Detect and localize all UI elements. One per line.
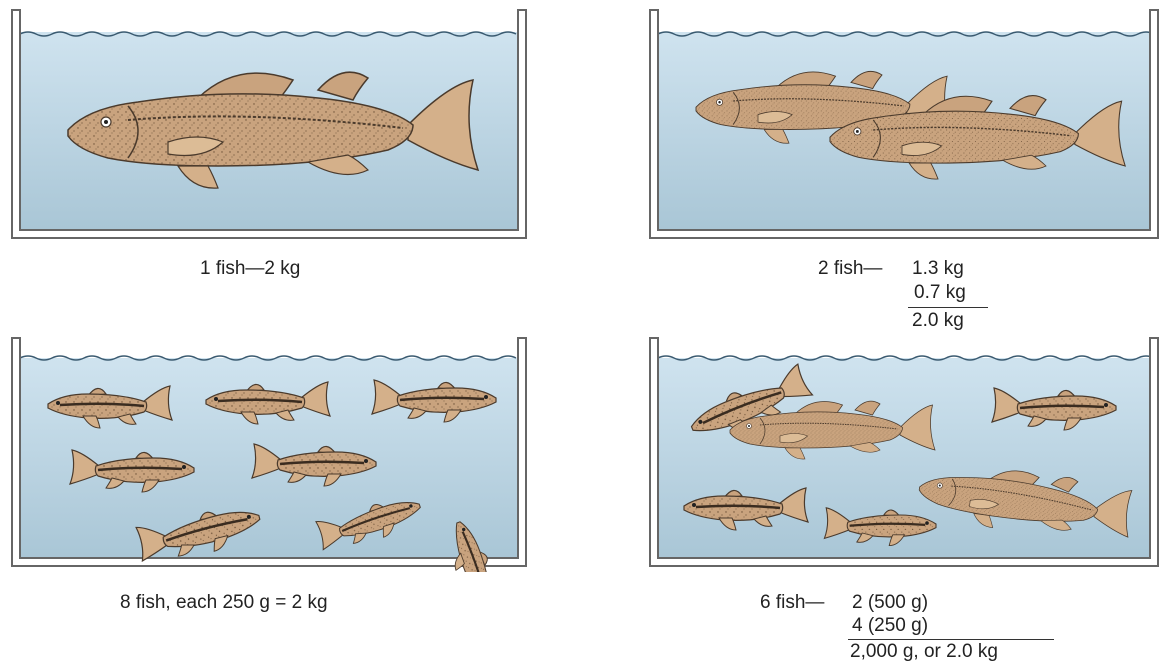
tank-4	[644, 336, 1164, 572]
weight-total: 2.0 kg	[912, 309, 964, 333]
caption-panel-4: 6 fish—	[760, 591, 824, 615]
count-line-2: 4 (250 g)	[852, 614, 928, 638]
caption-panel-2: 2 fish—	[818, 257, 882, 281]
caption-panel-1: 1 fish—2 kg	[200, 257, 300, 281]
weight-line-1: 1.3 kg	[912, 257, 964, 281]
tank-3	[6, 336, 532, 572]
count-line-1: 2 (500 g)	[852, 591, 928, 615]
caption-panel-3: 8 fish, each 250 g = 2 kg	[120, 591, 328, 615]
sum-rule	[908, 307, 988, 308]
tank-1	[6, 8, 532, 244]
tank-2	[644, 8, 1164, 244]
count-total: 2,000 g, or 2.0 kg	[850, 640, 998, 664]
weight-line-2: 0.7 kg	[914, 281, 966, 305]
